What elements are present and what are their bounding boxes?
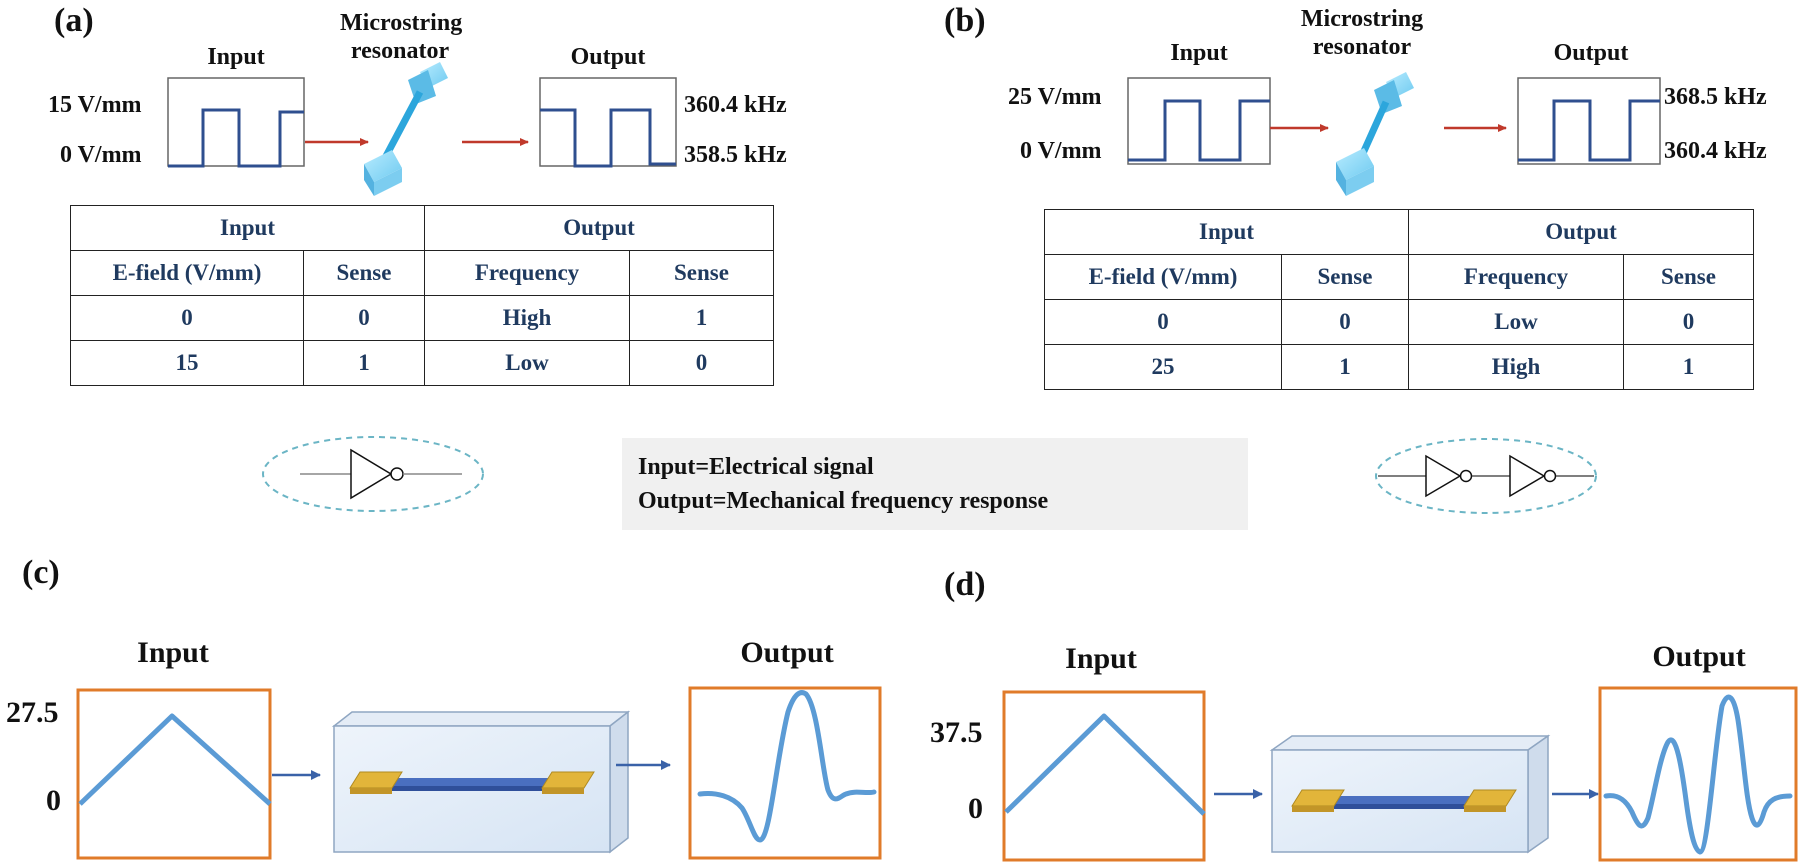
panel-b-gate-outline xyxy=(1375,438,1597,514)
not-gate-icon xyxy=(300,448,462,500)
table-cell: Low xyxy=(424,340,630,386)
table-column-header: Sense xyxy=(629,250,774,296)
panel-b-label: (b) xyxy=(944,2,986,39)
table-cell: Low xyxy=(1408,299,1624,345)
table-row: 0 0 High 1 xyxy=(70,295,774,341)
table-row: 25 1 High 1 xyxy=(1044,344,1754,390)
panel-c-label: (c) xyxy=(22,554,60,591)
panel-a-device-title-2: resonator xyxy=(350,38,450,64)
table-cell: 0 xyxy=(1623,299,1754,345)
panel-b-output-square-wave xyxy=(1518,99,1660,162)
table-column-header: Sense xyxy=(303,250,425,296)
panel-d-y-bottom-label: 0 xyxy=(968,792,983,825)
panel-a-truth-table: Input Output E-field (V/mm) Sense Freque… xyxy=(70,205,774,386)
legend-line-1: Input=Electrical signal xyxy=(638,454,874,480)
panel-a-output-bottom-label: 358.5 kHz xyxy=(684,142,787,168)
table-column-header: Sense xyxy=(1623,254,1754,300)
panel-a-label: (a) xyxy=(54,2,94,39)
table-column-header: Frequency xyxy=(424,250,630,296)
panel-a-input-frame xyxy=(167,77,305,167)
table-cell: 0 xyxy=(1281,299,1409,345)
table-cell: 0 xyxy=(303,295,425,341)
panel-c-output-frame xyxy=(688,686,882,860)
panel-a-output-top-label: 360.4 kHz xyxy=(684,92,787,118)
panel-a-gate-outline xyxy=(262,436,484,512)
table-row: 0 0 Low 0 xyxy=(1044,299,1754,345)
table-column-header: Sense xyxy=(1281,254,1409,300)
panel-b-input-high-label: 25 V/mm xyxy=(1008,84,1102,110)
table-row: 15 1 Low 0 xyxy=(70,340,774,386)
table-cell: 0 xyxy=(70,295,304,341)
table-cell: 1 xyxy=(1623,344,1754,390)
panel-a-input-low-label: 0 V/mm xyxy=(60,142,142,168)
panel-d-output-waveform xyxy=(1603,694,1793,855)
panel-d-label: (d) xyxy=(944,566,986,603)
buffer-gate-icon xyxy=(1378,454,1594,498)
panel-c-output-title: Output xyxy=(740,636,834,669)
panel-b-truth-table: Input Output E-field (V/mm) Sense Freque… xyxy=(1044,209,1754,390)
table-group-header: Input xyxy=(1044,209,1409,255)
panel-b-device-title-1: Microstring xyxy=(1300,6,1424,32)
panel-c-output-waveform xyxy=(697,690,877,843)
table-cell: 0 xyxy=(1044,299,1282,345)
table-group-header: Input xyxy=(70,205,425,251)
panel-c-device-box xyxy=(331,710,631,854)
table-column-header: E-field (V/mm) xyxy=(1044,254,1282,300)
panel-b-microstring-icon xyxy=(1336,72,1414,196)
table-group-header: Output xyxy=(424,205,774,251)
legend-line-2: Output=Mechanical frequency response xyxy=(638,488,1049,514)
table-group-header: Output xyxy=(1408,209,1754,255)
panel-d-input-frame xyxy=(1002,690,1206,862)
panel-c-y-bottom-label: 0 xyxy=(46,784,61,817)
panel-b-input-title: Input xyxy=(1170,40,1228,66)
panel-a-input-title: Input xyxy=(207,44,265,70)
table-column-header: Frequency xyxy=(1408,254,1624,300)
panel-c-triangle-wave xyxy=(78,713,272,806)
panel-d-input-title: Input xyxy=(1065,642,1137,675)
panel-b-input-low-label: 0 V/mm xyxy=(1020,138,1102,164)
panel-b-graphics xyxy=(1127,72,1661,514)
panel-b-device-title-2: resonator xyxy=(1312,34,1412,60)
panel-a-output-title: Output xyxy=(570,44,646,70)
table-column-header: E-field (V/mm) xyxy=(70,250,304,296)
panel-c-y-top-label: 27.5 xyxy=(6,696,59,729)
panel-d-triangle-wave xyxy=(1004,713,1206,816)
panel-a-microstring-icon xyxy=(364,62,448,196)
legend-note: Input=Electrical signal Output=Mechanica… xyxy=(622,438,1248,530)
panel-a-device-title-1: Microstring xyxy=(340,10,463,36)
panel-d-graphics xyxy=(1002,686,1798,862)
panel-a-graphics xyxy=(167,62,677,512)
panel-b-input-square-wave xyxy=(1128,99,1270,162)
panel-c-graphics xyxy=(76,686,882,860)
panel-c-input-title: Input xyxy=(137,636,209,669)
table-cell: 1 xyxy=(303,340,425,386)
table-cell: 15 xyxy=(70,340,304,386)
panel-a-output-frame xyxy=(539,77,677,167)
panel-d-output-title: Output xyxy=(1652,640,1746,673)
panel-a-output-square-wave xyxy=(540,108,676,168)
table-cell: 25 xyxy=(1044,344,1282,390)
panel-b-output-bottom-label: 360.4 kHz xyxy=(1664,138,1767,164)
panel-b-output-top-label: 368.5 kHz xyxy=(1664,84,1767,110)
panel-d-y-top-label: 37.5 xyxy=(930,716,983,749)
panel-d-output-frame xyxy=(1598,686,1798,862)
table-cell: High xyxy=(1408,344,1624,390)
panel-b-output-title: Output xyxy=(1553,40,1629,66)
table-cell: 0 xyxy=(629,340,774,386)
panel-a-input-high-label: 15 V/mm xyxy=(48,92,142,118)
table-cell: High xyxy=(424,295,630,341)
table-cell: 1 xyxy=(1281,344,1409,390)
table-cell: 1 xyxy=(629,295,774,341)
panel-d-device-box xyxy=(1269,734,1551,854)
panel-a-input-square-wave xyxy=(168,108,304,168)
